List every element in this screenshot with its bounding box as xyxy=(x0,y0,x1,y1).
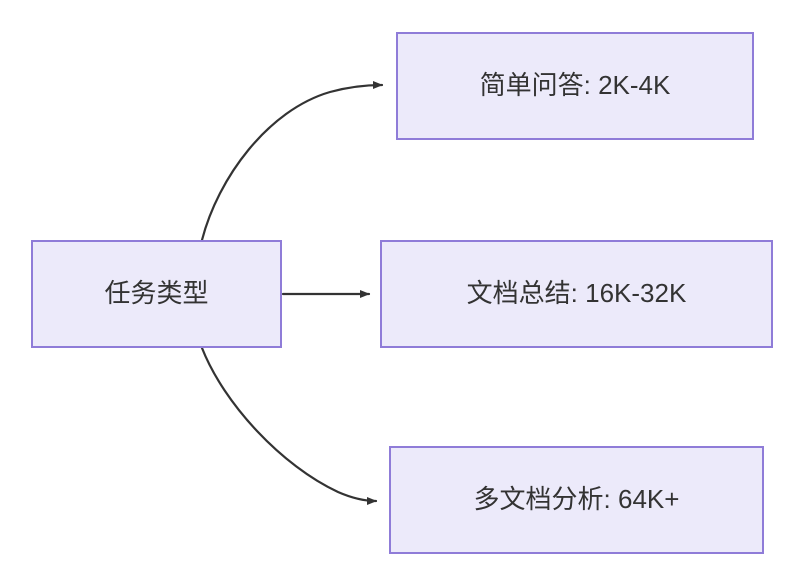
node-simple-qa[interactable]: 简单问答: 2K-4K xyxy=(396,32,754,140)
node-task-type[interactable]: 任务类型 xyxy=(31,240,282,348)
edge-task-to-multidoc-analysis xyxy=(200,346,378,505)
node-doc-summary-label: 文档总结: 16K-32K xyxy=(466,278,687,309)
node-doc-summary[interactable]: 文档总结: 16K-32K xyxy=(380,240,773,348)
node-multidoc-analysis[interactable]: 多文档分析: 64K+ xyxy=(389,446,764,554)
edge-task-to-simple-qa xyxy=(200,81,384,242)
node-task-type-label: 任务类型 xyxy=(104,278,209,309)
node-multidoc-analysis-label: 多文档分析: 64K+ xyxy=(473,484,680,515)
node-simple-qa-label: 简单问答: 2K-4K xyxy=(479,70,671,101)
